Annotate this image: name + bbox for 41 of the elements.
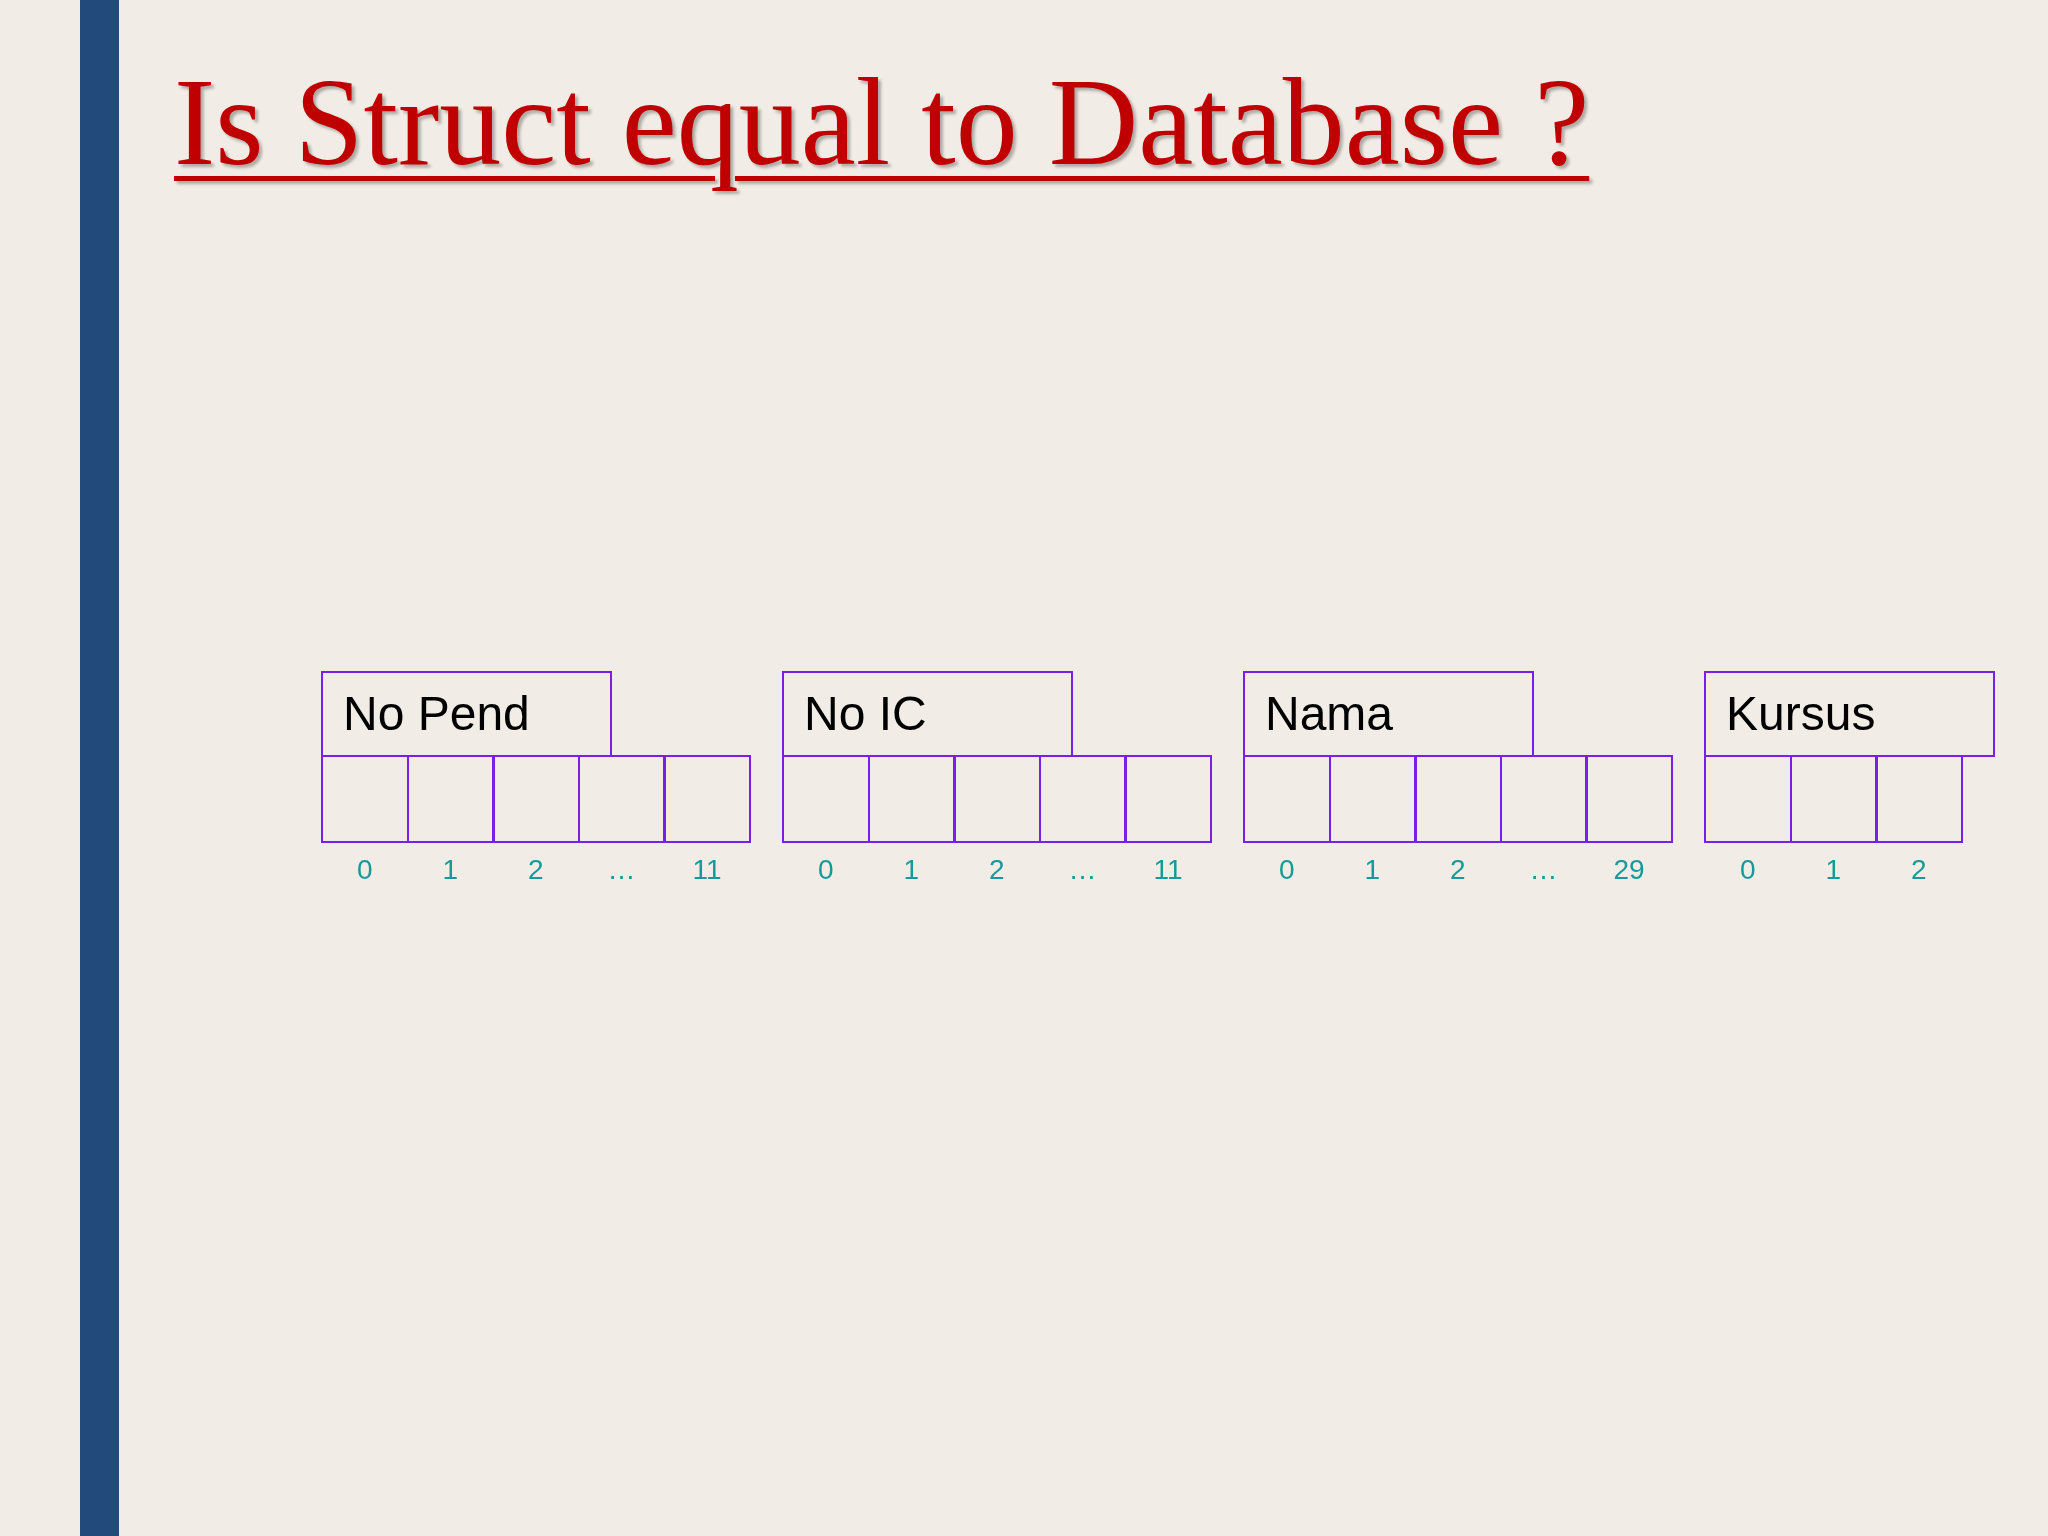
index-number: 1 [1364, 856, 1381, 884]
field-name-box: Kursus [1704, 671, 1995, 757]
array-cell [953, 755, 1041, 843]
index-number: 1 [903, 856, 920, 884]
array-cell [321, 755, 409, 843]
index-number: 2 [989, 856, 1005, 884]
array-cell [1789, 755, 1878, 843]
array-cell [1875, 755, 1963, 843]
index-number: 0 [1279, 856, 1295, 884]
array-cell [782, 755, 870, 843]
index-number: … [607, 856, 636, 884]
array-cell [1328, 755, 1417, 843]
array-cell [663, 755, 751, 843]
array-cell [867, 755, 956, 843]
index-number: 0 [357, 856, 373, 884]
index-number: 1 [1825, 856, 1842, 884]
array-cell [1243, 755, 1331, 843]
index-number: 0 [1740, 856, 1756, 884]
field-name-box: Nama [1243, 671, 1534, 757]
index-number: … [1068, 856, 1097, 884]
index-number: 11 [1153, 856, 1183, 884]
array-cell [577, 755, 666, 843]
array-cell [1704, 755, 1792, 843]
array-cell [1499, 755, 1588, 843]
index-number: 2 [528, 856, 544, 884]
field-name-box: No Pend [321, 671, 612, 757]
array-cell [1585, 755, 1673, 843]
array-cell [406, 755, 495, 843]
index-number: 2 [1911, 856, 1927, 884]
index-number: … [1529, 856, 1558, 884]
array-cell [1124, 755, 1212, 843]
field-name-box: No IC [782, 671, 1073, 757]
index-number: 11 [692, 856, 722, 884]
index-number: 0 [818, 856, 834, 884]
slide-title: Is Struct equal to Database ? [174, 53, 1590, 193]
array-cell [492, 755, 580, 843]
index-number: 1 [442, 856, 459, 884]
index-number: 29 [1613, 856, 1645, 884]
array-cell [1038, 755, 1127, 843]
array-cell [1414, 755, 1502, 843]
index-number: 2 [1450, 856, 1466, 884]
